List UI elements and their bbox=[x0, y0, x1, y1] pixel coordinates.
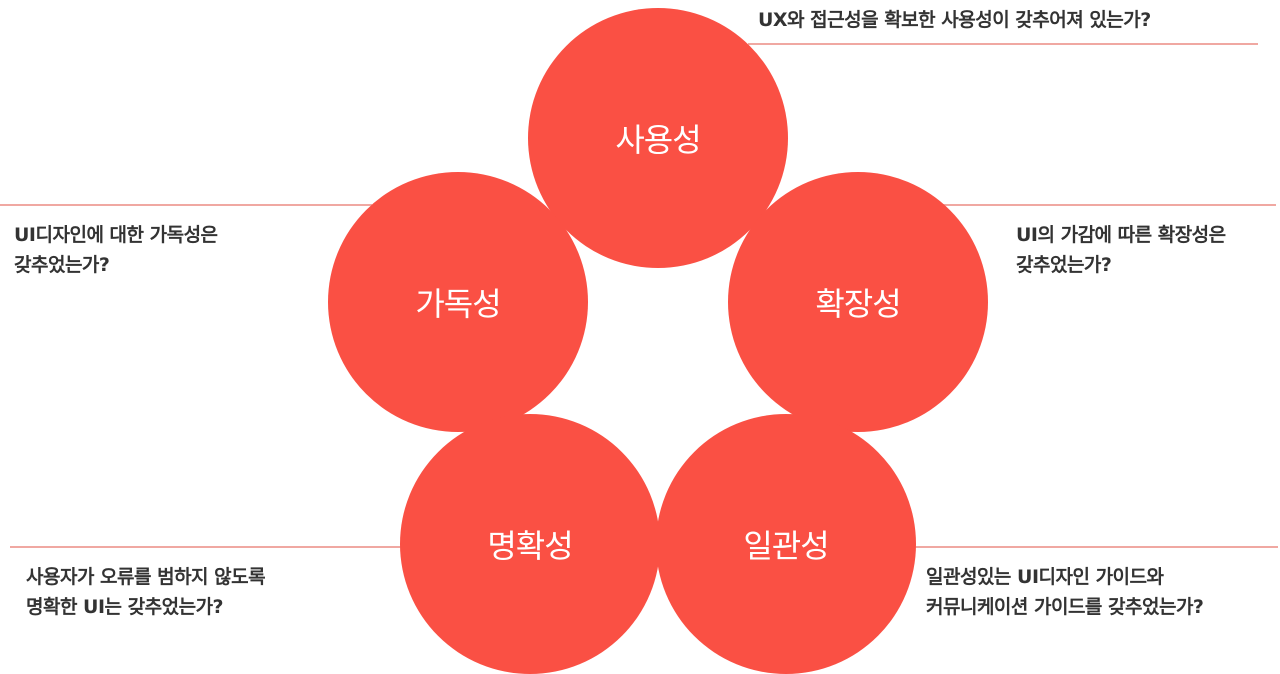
scalability-description: UI의 가감에 따른 확장성은 갖추었는가? bbox=[1016, 220, 1226, 280]
description-line: 일관성있는 UI디자인 가이드와 bbox=[926, 566, 1164, 588]
scalability-connector-line bbox=[940, 204, 1276, 206]
readability-connector-line bbox=[0, 204, 372, 206]
description-line: 명확한 UI는 갖추었는가? bbox=[26, 596, 224, 618]
consistency-label: 일관성 bbox=[743, 527, 829, 565]
usability-description: UX와 접근성을 확보한 사용성이 갖추어져 있는가? bbox=[758, 5, 1151, 35]
clarity-connector-line bbox=[10, 546, 402, 548]
scalability-circle: 확장성 bbox=[728, 172, 988, 432]
description-line: UI디자인에 대한 가독성은 bbox=[14, 224, 218, 246]
description-line: UX와 접근성을 확보한 사용성이 갖추어져 있는가? bbox=[758, 9, 1151, 31]
clarity-description: 사용자가 오류를 범하지 않도록 명확한 UI는 갖추었는가? bbox=[26, 562, 266, 622]
readability-description: UI디자인에 대한 가독성은 갖추었는가? bbox=[14, 220, 218, 280]
usability-connector-line bbox=[748, 43, 1258, 45]
consistency-circle: 일관성 bbox=[656, 414, 916, 674]
usability-label: 사용성 bbox=[615, 121, 701, 159]
readability-circle: 가독성 bbox=[328, 172, 588, 432]
description-line: 갖추었는가? bbox=[14, 254, 110, 276]
consistency-connector-line bbox=[908, 546, 1278, 548]
clarity-circle: 명확성 bbox=[400, 414, 660, 674]
description-line: 커뮤니케이션 가이드를 갖추었는가? bbox=[926, 596, 1204, 618]
description-line: 사용자가 오류를 범하지 않도록 bbox=[26, 566, 266, 588]
clarity-label: 명확성 bbox=[487, 527, 573, 565]
description-line: 갖추었는가? bbox=[1016, 254, 1112, 276]
usability-circle: 사용성 bbox=[528, 8, 788, 268]
scalability-label: 확장성 bbox=[815, 285, 901, 323]
description-line: UI의 가감에 따른 확장성은 bbox=[1016, 224, 1226, 246]
consistency-description: 일관성있는 UI디자인 가이드와 커뮤니케이션 가이드를 갖추었는가? bbox=[926, 562, 1204, 622]
readability-label: 가독성 bbox=[415, 285, 501, 323]
